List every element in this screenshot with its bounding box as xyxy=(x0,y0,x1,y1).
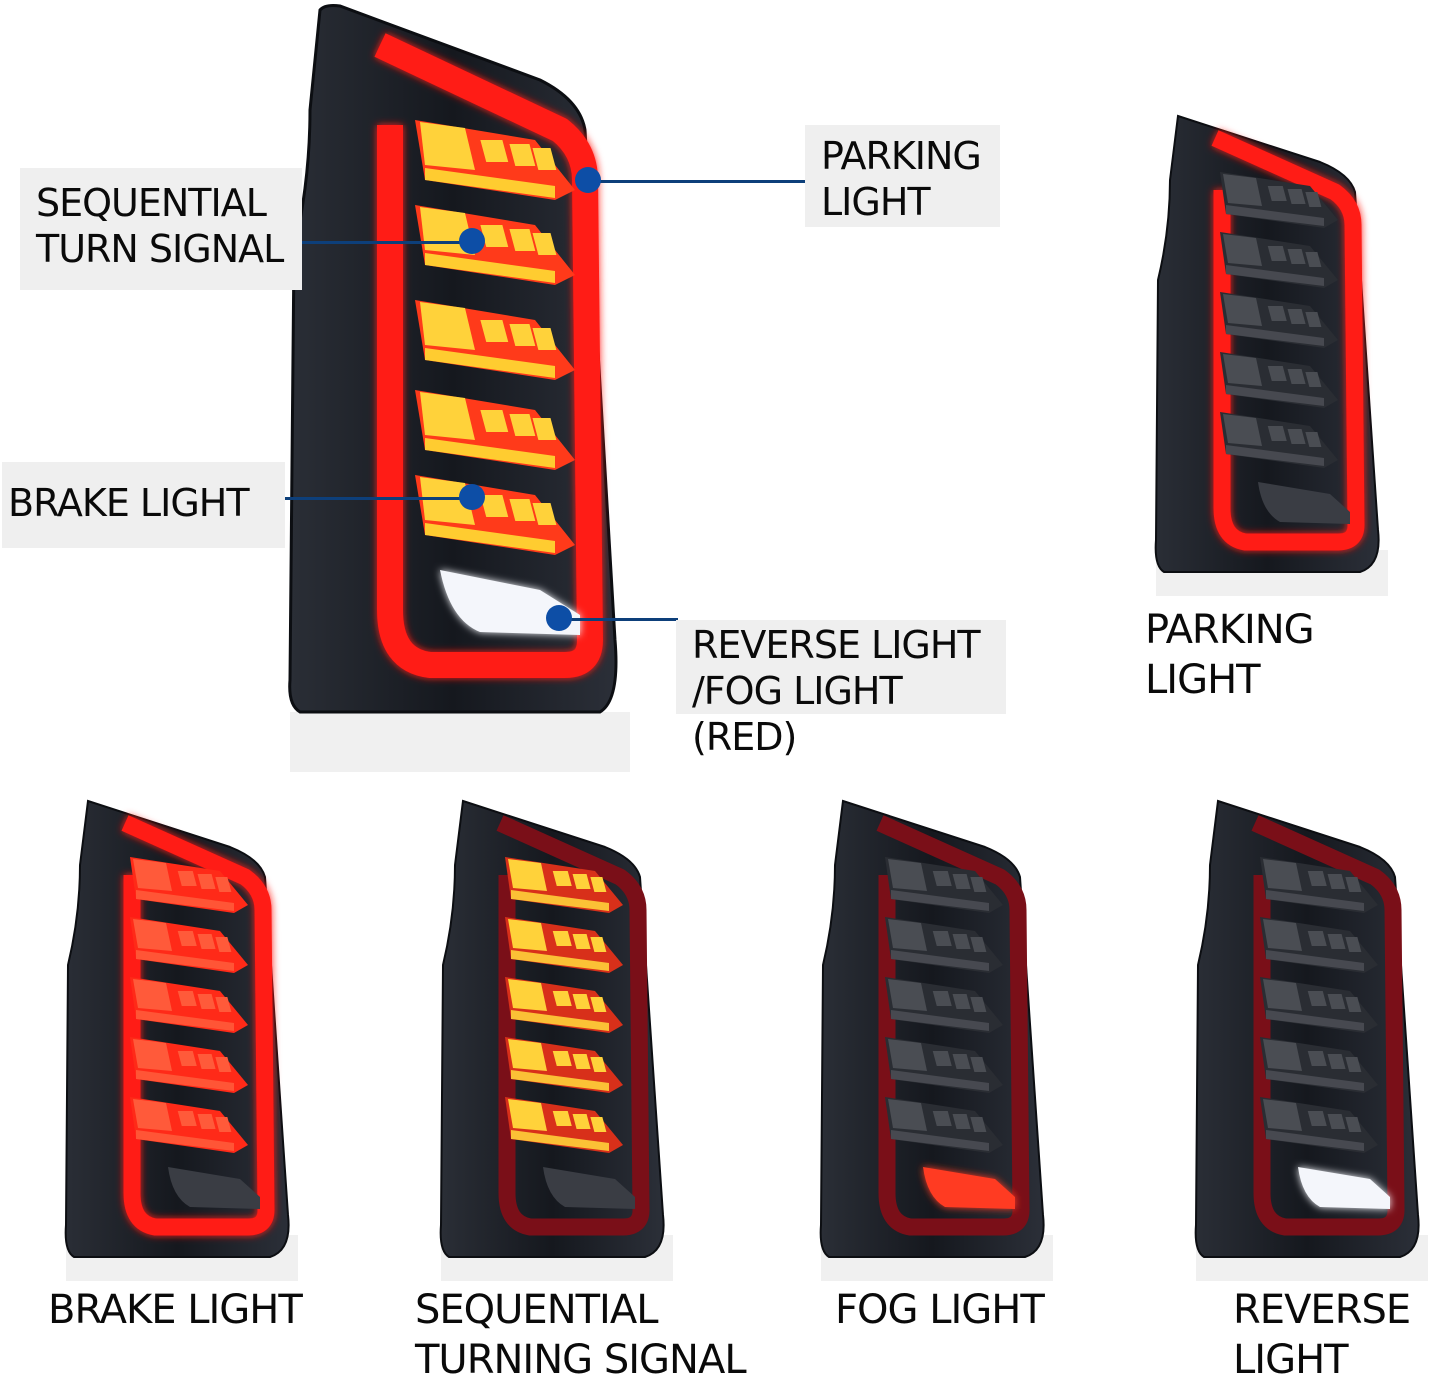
lamp-view-sequential xyxy=(435,795,685,1289)
callout-dot-sequential xyxy=(459,228,485,254)
callout-line-brake xyxy=(285,497,472,500)
lamp-view-fog xyxy=(815,795,1065,1289)
callout-dot-parking xyxy=(575,167,601,193)
callout-dot-reverse-fog xyxy=(546,605,572,631)
lamp-view-parking xyxy=(1150,110,1400,604)
callout-line-parking xyxy=(590,180,805,183)
callout-line-reverse-fog xyxy=(560,618,678,621)
caption-parking: PARKING LIGHT xyxy=(1145,607,1315,703)
callout-label-brake: BRAKE LIGHT xyxy=(2,462,285,548)
caption-reverse: REVERSE LIGHT xyxy=(1233,1287,1411,1383)
callout-label-parking: PARKING LIGHT xyxy=(805,125,1000,227)
main-tail-light-image xyxy=(280,0,660,780)
callout-label-sequential: SEQUENTIAL TURN SIGNAL xyxy=(20,168,302,290)
caption-sequential: SEQUENTIAL TURNING SIGNAL xyxy=(415,1287,747,1383)
lamp-view-reverse xyxy=(1190,795,1438,1289)
caption-fog: FOG LIGHT xyxy=(835,1287,1045,1333)
lamp-view-brake xyxy=(60,795,310,1289)
caption-brake: BRAKE LIGHT xyxy=(48,1287,303,1333)
callout-label-reverse-fog: REVERSE LIGHT /FOG LIGHT (RED) xyxy=(676,620,1006,759)
callout-line-sequential xyxy=(300,241,472,244)
callout-dot-brake xyxy=(459,484,485,510)
